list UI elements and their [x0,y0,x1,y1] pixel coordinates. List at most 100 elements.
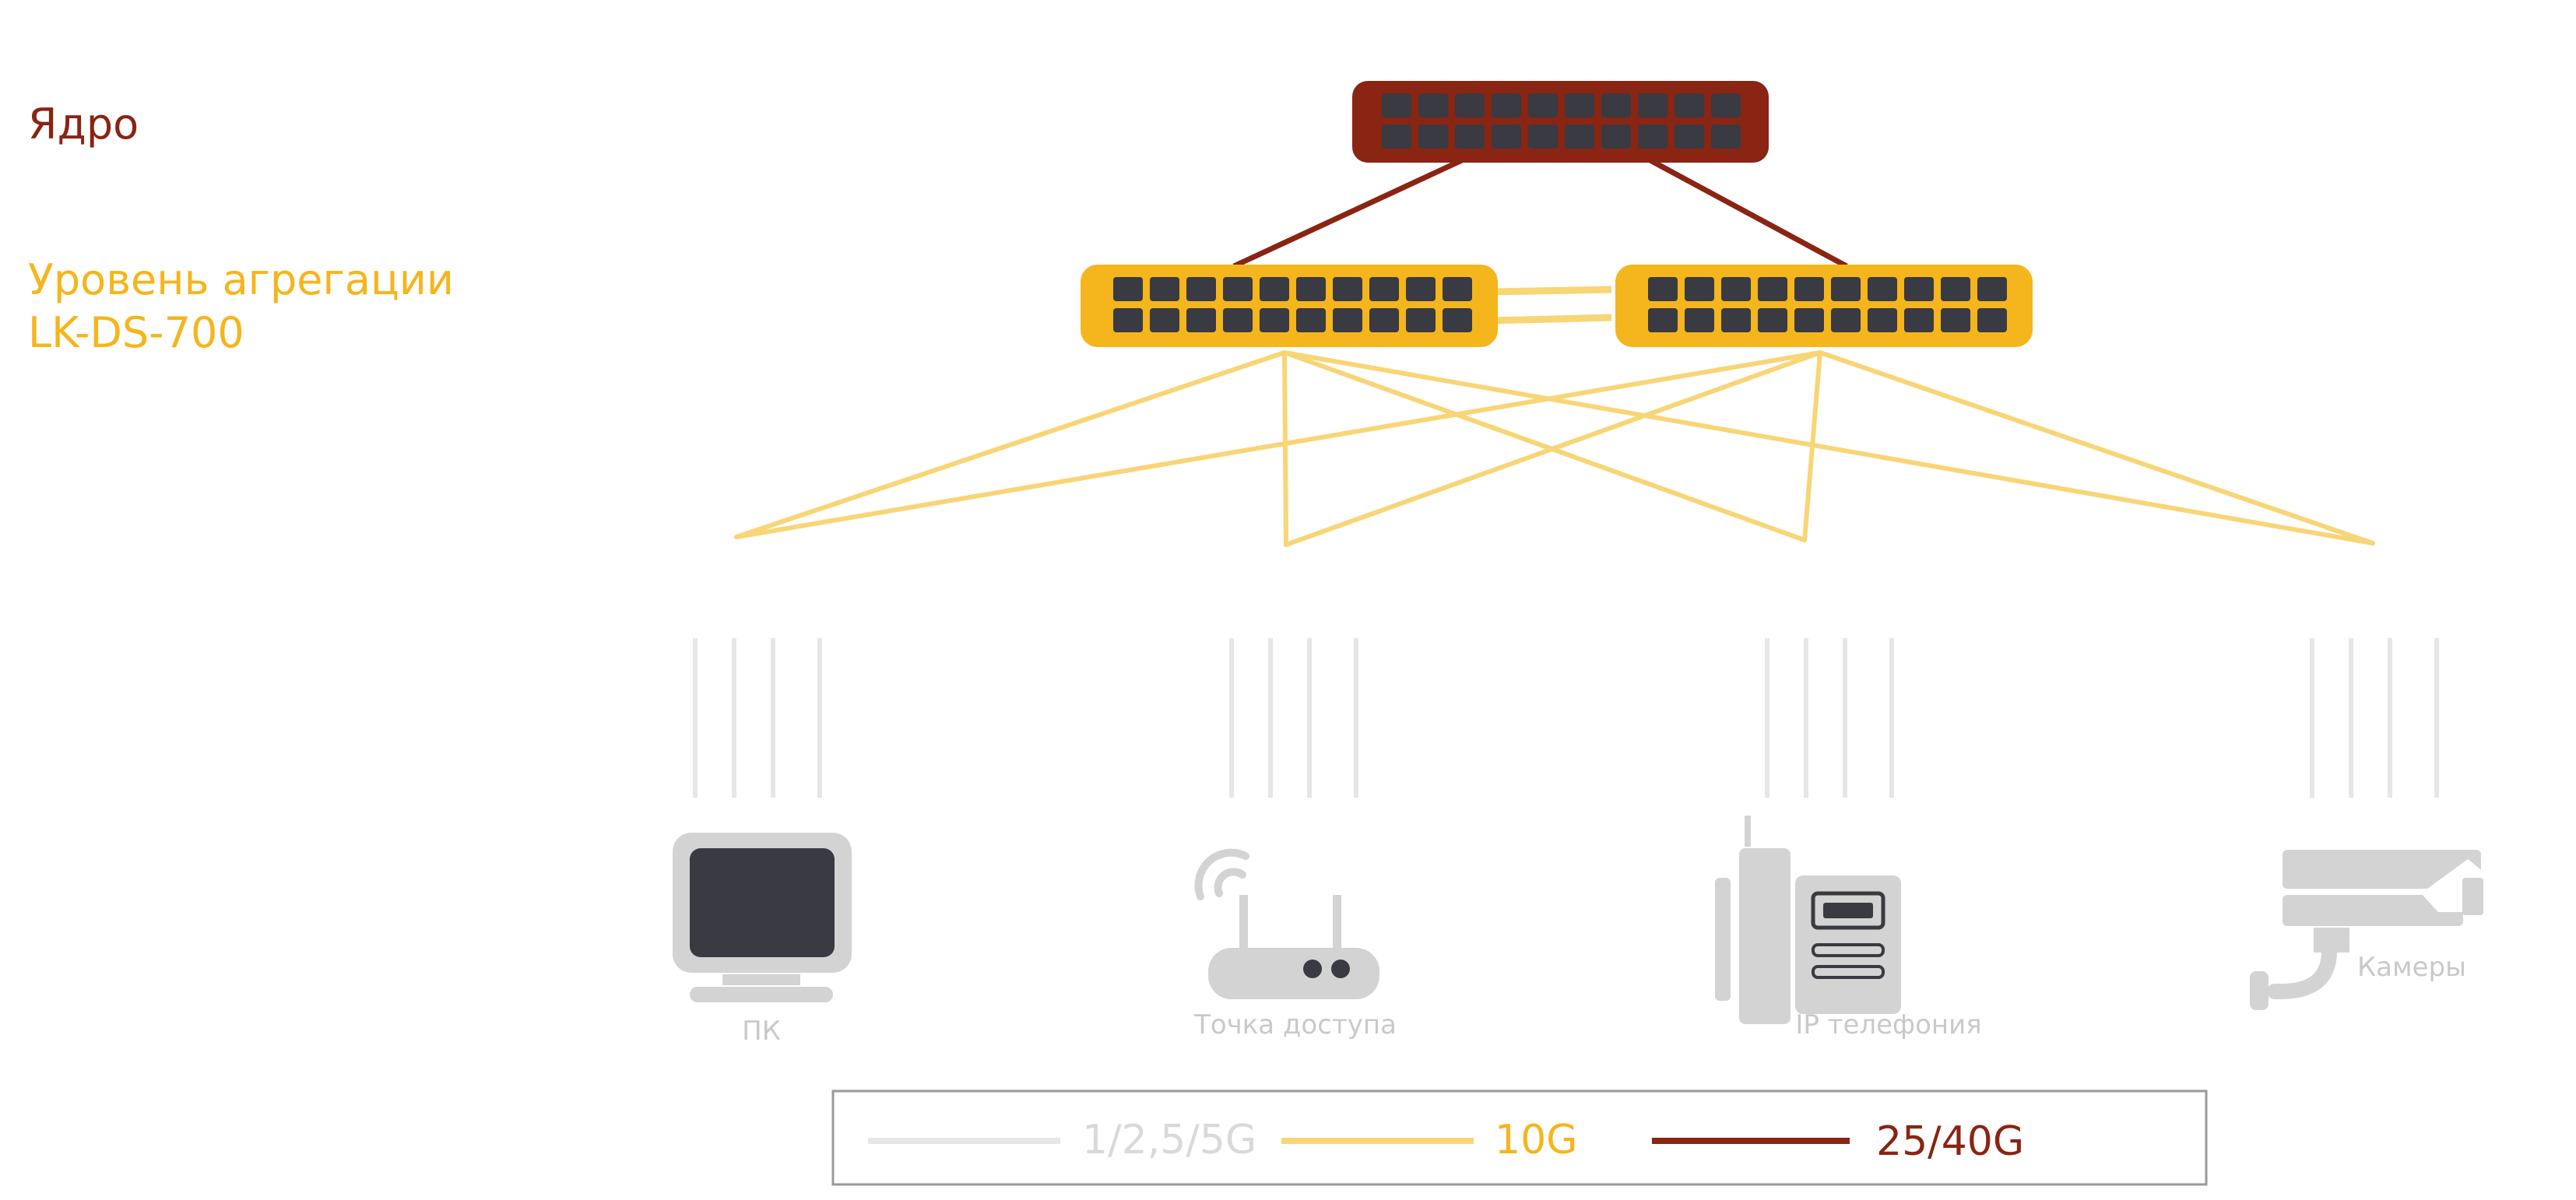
switch-port [1675,125,1704,149]
switch-port [1443,308,1472,332]
legend-core-label: 25/40G [1876,1118,2024,1165]
switch-port [1382,93,1411,118]
downlink [1282,350,1288,547]
switch-port [1455,93,1485,118]
aggregation-switch-right-ports [1648,277,2007,332]
switch-port [1528,93,1558,118]
switch-port [1904,277,1934,301]
access-point-label: Точка доступа [1193,1009,1397,1040]
switch-port [1492,125,1521,149]
core-uplink-right [1647,156,1848,269]
switch-port [1977,308,2007,332]
switch-port [1443,277,1472,301]
core-switch-body [1352,81,1769,163]
aggregation-switch-left-body [1081,265,1498,347]
downlink [1282,350,1807,542]
switch-port [1260,277,1289,301]
switch-port [1601,93,1631,118]
legend-box [831,1089,2208,1186]
downlink [1818,350,2375,546]
switch-port [1333,308,1362,332]
switch-port [1528,125,1558,149]
downlink [1802,350,1822,542]
access-links [693,638,2439,798]
switch-port [1333,277,1362,301]
switch-port [1868,277,1897,301]
inter-switch-link-2 [1490,314,1612,325]
switch-port [1186,308,1216,332]
switch-port [1565,125,1594,149]
switch-port [1868,308,1897,332]
core-level-label: Ядро [28,100,139,149]
switch-port [1831,308,1861,332]
switch-port [1711,125,1741,149]
switch-port [1685,277,1714,301]
switch-port [1601,125,1631,149]
switch-port [1638,93,1668,118]
switch-port [1721,308,1751,332]
switch-port [1113,308,1143,332]
switch-port [1113,277,1143,301]
switch-port [1418,93,1448,118]
aggregation-level-label: Уровень агрегации [28,255,454,304]
switch-port [1223,308,1253,332]
inter-switch-links [1490,286,1612,325]
aggregation-switch-left [1081,265,1498,347]
aggregation-downlinks [734,350,2375,547]
switch-port [1831,277,1861,301]
aggregation-switch-right-body [1615,265,2033,347]
switch-port [1758,308,1787,332]
switch-port [1638,125,1668,149]
switch-port [1492,93,1521,118]
downlink [734,350,1287,539]
pc-label: ПК [742,1016,781,1047]
switch-port [1418,125,1448,149]
switch-port [1685,308,1714,332]
switch-port [1369,308,1399,332]
inter-switch-link-1 [1490,286,1612,296]
switch-port [1711,93,1741,118]
switch-port [1186,277,1216,301]
legend-aggregation-label: 10G [1495,1117,1577,1163]
core-switch-ports [1382,93,1741,149]
switch-port [1675,93,1704,118]
downlink [1282,350,2375,546]
switch-port [1406,308,1436,332]
switch-port [1382,125,1411,149]
switch-port [1648,277,1678,301]
switch-port [1223,277,1253,301]
switch-port [1794,308,1824,332]
switch-port [1369,277,1399,301]
ip-phone-icon [1715,816,1901,1024]
switch-port [1150,308,1179,332]
core-uplink-left [1232,156,1465,269]
switch-port [1758,277,1787,301]
switch-port [1904,308,1934,332]
switch-port [1565,93,1594,118]
aggregation-model-label: LK-DS-700 [28,308,244,357]
switch-port [1648,308,1678,332]
cameras-label: Камеры [2357,952,2466,983]
camera-icon [2250,850,2485,1010]
aggregation-switch-right [1615,265,2033,347]
switch-port [1406,277,1436,301]
switch-port [1455,125,1485,149]
ip-phone-label: IP телефония [1795,1009,1981,1040]
pc-icon [673,833,852,1002]
access-point-icon [1194,848,1379,999]
core-switch [1352,81,1769,163]
switch-port [1150,277,1179,301]
switch-port [1296,277,1326,301]
switch-port [1941,277,1970,301]
switch-port [1296,308,1326,332]
switch-port [1794,277,1824,301]
switch-port [1260,308,1289,332]
downlink [734,350,1822,539]
downlink [1284,350,1822,547]
switch-port [1941,308,1970,332]
aggregation-switch-left-ports [1113,277,1472,332]
switch-port [1977,277,2007,301]
core-uplinks [1232,156,1848,269]
switch-port [1721,277,1751,301]
